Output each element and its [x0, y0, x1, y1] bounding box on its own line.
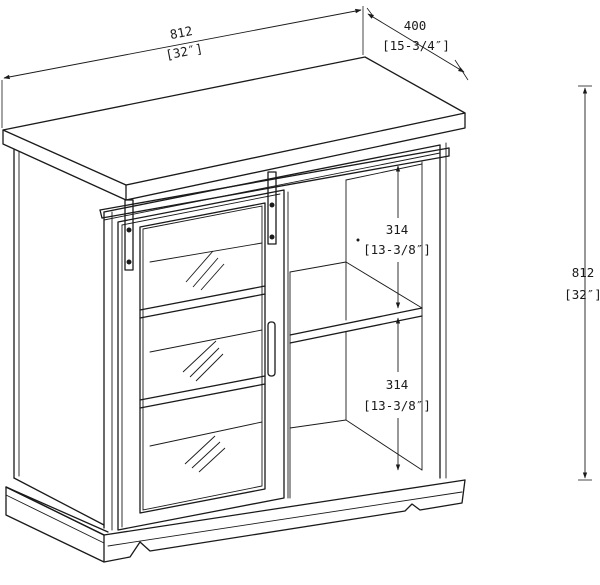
cabinet-front-frame [103, 142, 447, 531]
height-mm-label: 812 [572, 265, 595, 280]
cabinet-base [5, 479, 466, 563]
barn-door-rail [99, 147, 450, 219]
cabinet-interior [149, 161, 423, 499]
door-handle [267, 321, 276, 377]
width-dimension: 812 [32″] [1, 6, 364, 128]
glass-reflections [182, 250, 226, 473]
width-mm-label: 812 [169, 23, 194, 42]
depth-dimension: 400 [15-3/4″] [366, 7, 469, 81]
upper-shelf-mm-label: 314 [386, 222, 409, 237]
width-inch-label: [32″] [164, 41, 204, 63]
cabinet-top [2, 56, 466, 201]
height-inch-label: [32″] [564, 287, 600, 302]
depth-inch-label: [15-3/4″] [382, 38, 450, 53]
upper-shelf-dimension: 314 [13-3/8″] [356, 165, 431, 309]
door-hanger-left [124, 199, 134, 271]
height-dimension: 812 [32″] [564, 85, 600, 481]
lower-shelf-inch-label: [13-3/8″] [363, 398, 431, 413]
lower-shelf-mm-label: 314 [386, 377, 409, 392]
cabinet-left-side [13, 149, 105, 526]
upper-shelf-inch-label: [13-3/8″] [363, 242, 431, 257]
sliding-door [117, 189, 285, 531]
depth-mm-label: 400 [404, 18, 427, 33]
door-hanger-right [267, 171, 277, 245]
lower-shelf-dimension: 314 [13-3/8″] [363, 317, 431, 471]
